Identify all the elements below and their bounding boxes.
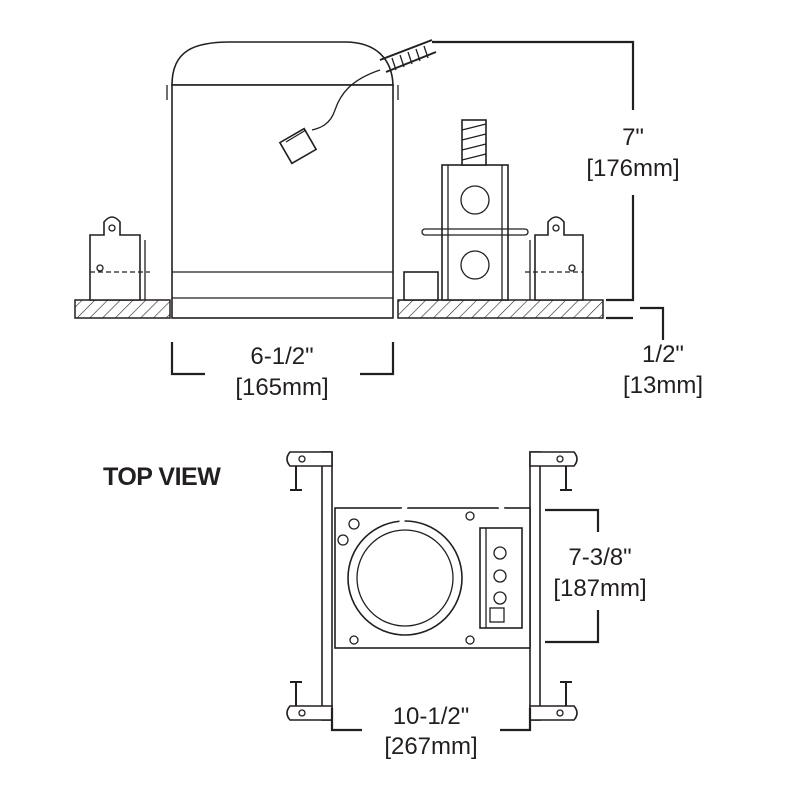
strain-relief (403, 271, 439, 301)
thickness-metric-label: [13mm] (623, 372, 703, 399)
thickness-imperial-label: 1/2" (642, 341, 684, 368)
depth-metric-label: [187mm] (553, 575, 646, 602)
ceiling-left (74, 299, 171, 319)
bracket-left (89, 216, 150, 301)
aperture-imperial-label: 6-1/2" (250, 343, 313, 370)
top-view: 7-3/8" [187mm] 10-1/2" [267mm] (286, 451, 647, 760)
corner-clip-br (529, 681, 578, 721)
top-junction-box (479, 527, 523, 629)
hanger-bar-right (529, 451, 541, 721)
width-imperial-label: 10-1/2" (393, 703, 470, 730)
aperture-width-dimension: 6-1/2" [165mm] (170, 342, 395, 401)
bracket-right (525, 216, 584, 301)
width-dimension: 10-1/2" [267mm] (330, 703, 532, 760)
ceiling-thickness-dimension: 1/2" [13mm] (606, 306, 703, 399)
depth-imperial-label: 7-3/8" (568, 544, 631, 571)
top-view-title: TOP VIEW (103, 463, 221, 491)
aperture-metric-label: [165mm] (235, 374, 328, 401)
height-metric-label: [176mm] (586, 155, 679, 182)
side-view: 7" [176mm] 1/2" [13mm] 6-1/2" [165mm] (74, 39, 703, 401)
corner-clip-tl (286, 451, 333, 491)
width-metric-label: [267mm] (384, 733, 477, 760)
housing-can (166, 41, 399, 319)
flex-conduit (379, 39, 437, 73)
corner-clip-tr (529, 451, 578, 491)
hanger-bar-left (321, 451, 333, 721)
height-imperial-label: 7" (622, 124, 644, 151)
ceiling-right (397, 299, 604, 319)
junction-box (421, 119, 529, 301)
aperture-inner-ring (356, 529, 454, 627)
corner-clip-bl (286, 681, 333, 721)
height-dimension: 7" [176mm] (432, 40, 680, 302)
wire-connector (278, 69, 381, 165)
aperture-outer-ring (347, 520, 463, 636)
depth-dimension: 7-3/8" [187mm] (545, 508, 647, 644)
